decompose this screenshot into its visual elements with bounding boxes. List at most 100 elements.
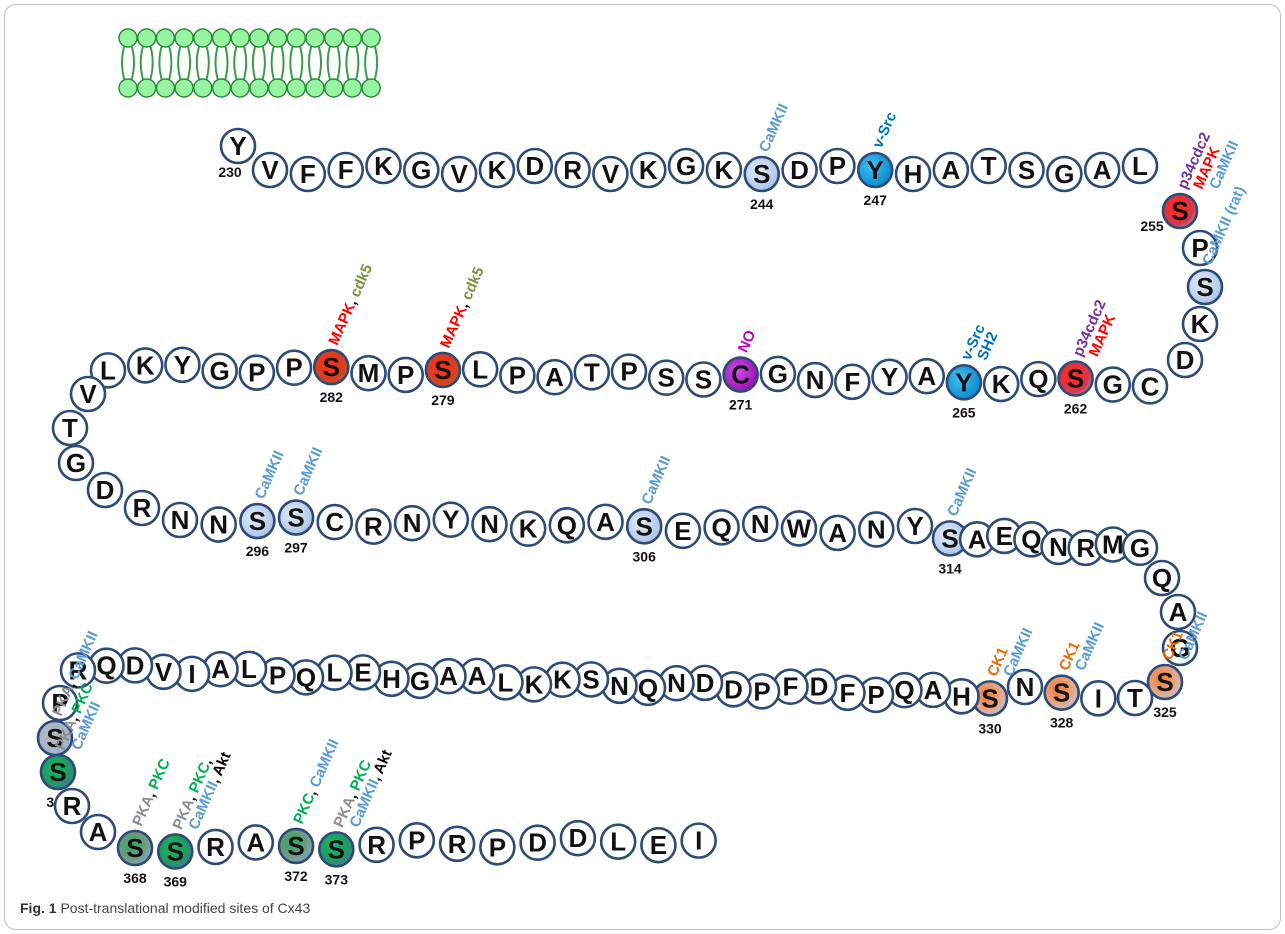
residue-letter: E (354, 657, 371, 687)
residue-letter: Y (229, 131, 246, 161)
residue-270: G (759, 355, 797, 393)
residue-302: N (471, 505, 508, 543)
residue-letter: K (374, 151, 393, 181)
residue-353: L (316, 654, 353, 692)
residue-letter: V (450, 159, 468, 189)
residue-250: T (970, 147, 1007, 185)
residue-letter: R (448, 829, 467, 859)
residue-305: A (587, 503, 624, 541)
residue-number: 279 (431, 392, 455, 408)
kinase-annotation: CaMKII (638, 454, 674, 507)
residue-323: A (1159, 593, 1197, 631)
residue-233: F (327, 151, 364, 189)
residue-letter: S (1067, 363, 1084, 393)
kinase-annotation: CaMKII (290, 445, 326, 498)
kinase-annotation: CaMKII (rat) (1199, 184, 1249, 268)
residue-299: R (355, 508, 392, 545)
residue-letter: A (545, 362, 564, 392)
residue-letter: R (206, 832, 225, 862)
residue-292: D (86, 471, 124, 509)
residue-253: A (1083, 151, 1121, 189)
residue-381: E (640, 826, 677, 864)
residue-letter: P (867, 680, 884, 710)
residue-number: 296 (246, 543, 270, 559)
annotation-label: CaMKII (290, 445, 326, 498)
residue-296: S 296 (239, 502, 276, 559)
residue-letter: I (1095, 683, 1102, 713)
residue-281: M (350, 354, 387, 392)
residue-letter: D (528, 828, 547, 858)
residue-366: R (53, 787, 91, 825)
residue-letter: R (364, 512, 383, 542)
residue-357: A (202, 650, 239, 688)
residue-298: C (316, 503, 354, 541)
residue-letter: S (249, 506, 266, 536)
residue-280: P (387, 356, 425, 394)
residue-letter: Y (955, 367, 972, 397)
residue-letter: S (287, 503, 304, 533)
residue-number: 282 (320, 389, 344, 405)
residue-letter: N (171, 505, 190, 535)
residue-317: Q (1013, 520, 1050, 558)
residue-333: Q (886, 671, 923, 709)
residue-letter: R (563, 155, 582, 185)
residue-letter: G (768, 359, 788, 389)
residue-letter: S (49, 757, 66, 787)
residue-letter: H (904, 159, 923, 189)
residue-letter: D (525, 151, 544, 181)
residue-letter: S (287, 831, 304, 861)
residue-362: R (59, 652, 97, 689)
residue-269: N (796, 361, 834, 399)
residue-letter: N (1049, 532, 1068, 562)
residue-letter: F (840, 678, 856, 708)
residue-348: A (458, 657, 496, 695)
residue-letter: P (509, 360, 526, 390)
residue-letter: Y (867, 155, 884, 185)
residue-letter: S (46, 723, 63, 753)
kinase-annotation: v-Src (869, 109, 900, 150)
residue-letter: G (1054, 159, 1074, 189)
annotation-label: CaMKII (251, 448, 287, 501)
residue-239: R (554, 151, 591, 189)
residue-letter: F (844, 367, 860, 397)
residue-letter: D (696, 668, 715, 698)
residue-291: G (57, 444, 95, 482)
residue-letter: N (610, 671, 629, 701)
residue-letter: H (382, 664, 401, 694)
annotation-label: CaMKII (638, 454, 674, 507)
residue-letter: Q (1028, 364, 1048, 394)
caption-label: Fig. 1 (20, 900, 57, 916)
residue-273: S (647, 359, 685, 397)
residue-letter: P (620, 357, 637, 387)
residue-letter: R (1076, 533, 1095, 563)
residue-letter: S (753, 159, 770, 189)
residue-letter: A (596, 507, 615, 537)
lipid-bilayer-icon (118, 28, 381, 98)
residue-letter: V (155, 657, 173, 687)
residue-258: K (1181, 305, 1219, 343)
residue-letter: A (924, 675, 943, 705)
residue-letter: D (96, 475, 115, 505)
residue-letter: S (167, 836, 184, 866)
residue-number: 244 (750, 196, 774, 212)
residue-letter: P (408, 825, 425, 855)
residue-319: R (1067, 529, 1105, 567)
residue-326: T (1116, 679, 1154, 717)
residue-363: P (41, 684, 79, 722)
residue-letter: L (610, 827, 626, 857)
residue-242: G (667, 147, 705, 185)
residue-295: N (200, 506, 237, 543)
residue-letter: Q (296, 662, 316, 692)
residue-349: A (430, 657, 467, 695)
residue-246: P (819, 147, 856, 185)
residue-277: P (499, 357, 536, 394)
residue-letter: C (1141, 371, 1160, 401)
residue-letter: S (328, 834, 345, 864)
figure-frame (4, 4, 1281, 930)
